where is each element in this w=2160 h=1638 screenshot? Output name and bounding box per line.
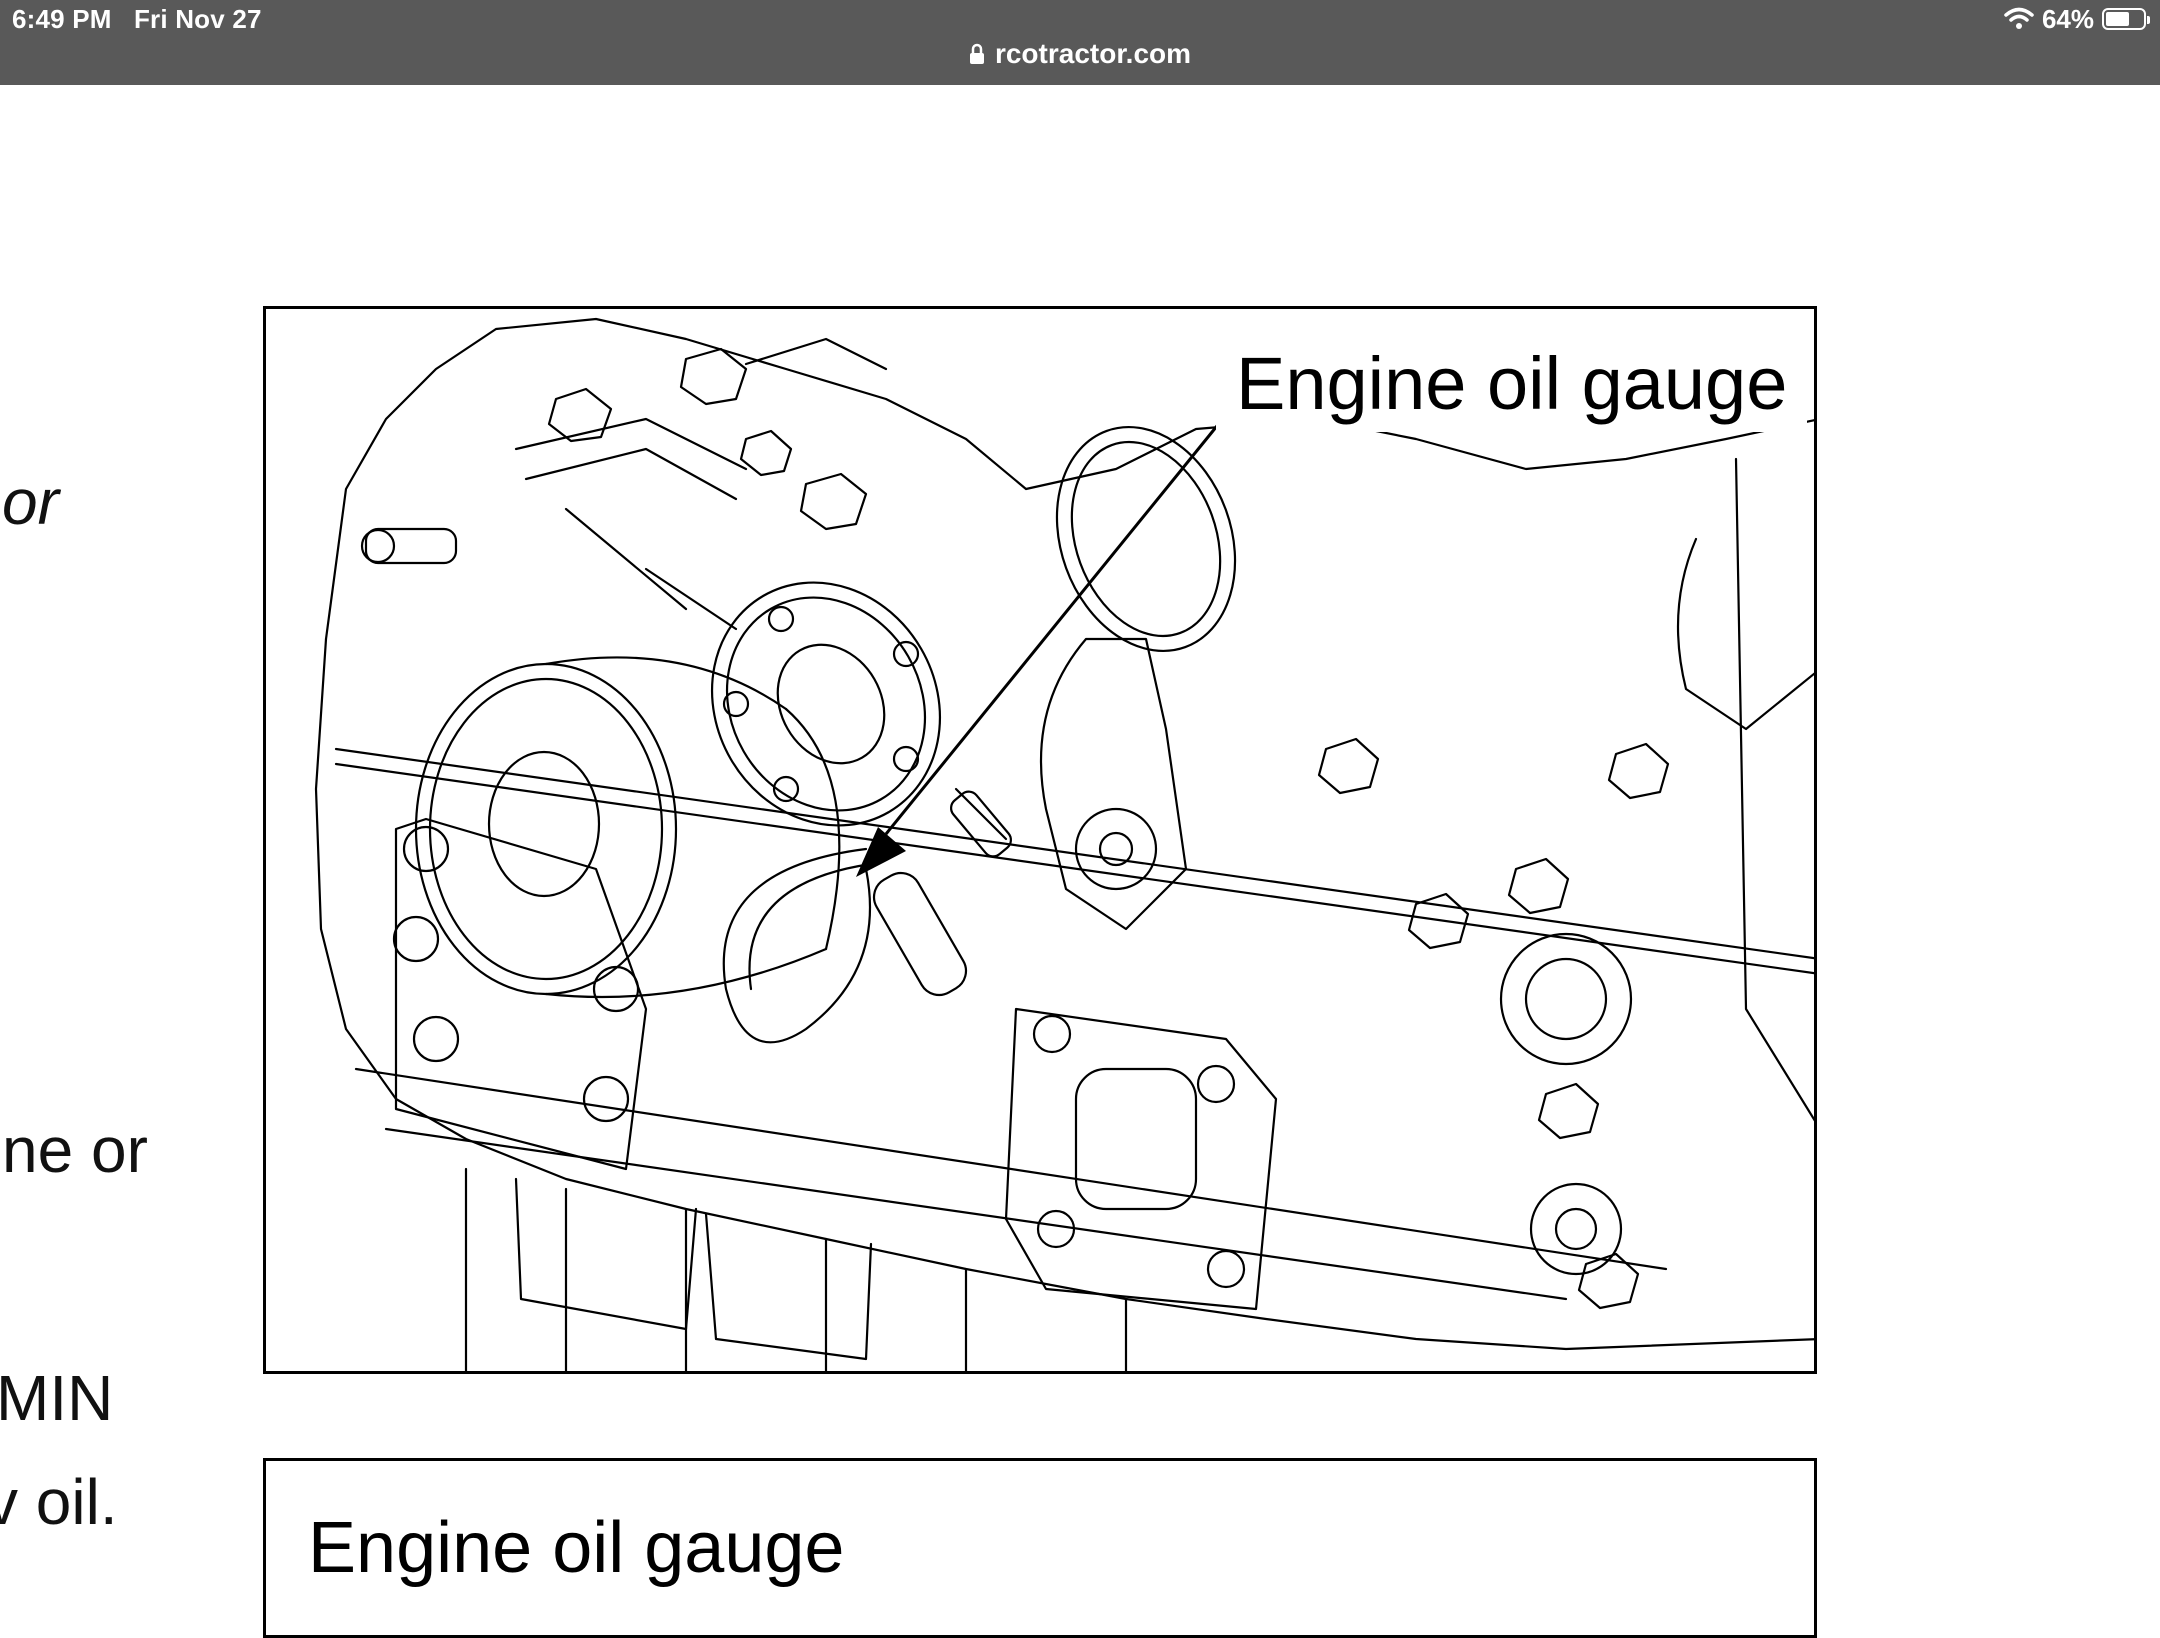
text-fragment: ne or: [2, 1114, 148, 1186]
callout-label: Engine oil gauge: [1216, 339, 1808, 432]
wifi-icon: [2004, 7, 2034, 29]
lock-icon: [969, 43, 984, 64]
time-text: 6:49 PM: [12, 4, 112, 34]
text-fragment: or: [2, 466, 59, 538]
battery-icon: [2102, 8, 2150, 30]
engine-diagram: Engine oil gauge: [263, 306, 1817, 1374]
caption-text: Engine oil gauge: [308, 1508, 845, 1588]
status-bar: 6:49 PM Fri Nov 27 64% rcotractor.com: [0, 0, 2160, 85]
status-time: 6:49 PM Fri Nov 27: [12, 4, 262, 35]
status-indicators: 64%: [2004, 3, 2150, 35]
date-text: Fri Nov 27: [133, 4, 262, 34]
address-bar[interactable]: rcotractor.com: [0, 38, 2160, 70]
battery-percent: 64%: [2041, 3, 2094, 34]
text-fragment: v oil.: [0, 1466, 118, 1538]
figure-caption: Engine oil gauge: [263, 1458, 1817, 1638]
battery-fill: [2106, 12, 2130, 26]
url-text: rcotractor.com: [994, 38, 1192, 69]
text-fragment: MIN: [0, 1362, 114, 1434]
engine-drawing: [314, 317, 1814, 1371]
